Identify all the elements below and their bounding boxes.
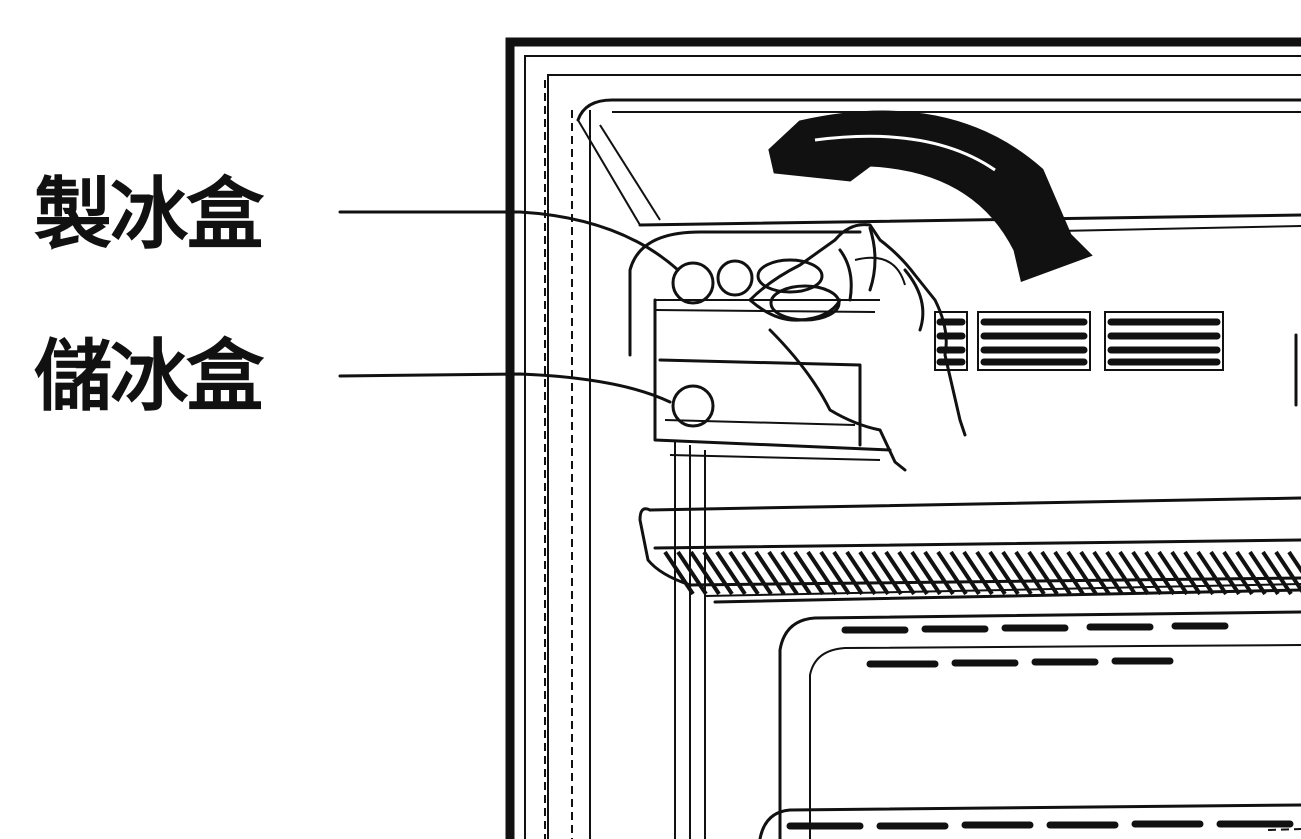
ice-maker-assembly <box>630 232 890 460</box>
hatch-stroke <box>1016 552 1044 594</box>
hatch-stroke <box>795 552 823 594</box>
hatch-stroke <box>990 552 1018 594</box>
shelf-hatching <box>665 552 1301 594</box>
hatch-stroke <box>743 552 771 594</box>
freezer-drawer <box>760 612 1301 839</box>
hatch-stroke <box>1172 552 1200 594</box>
hatch-stroke <box>678 552 706 594</box>
hatch-stroke <box>1029 552 1057 594</box>
hatch-stroke <box>977 552 1005 594</box>
freezer-compartment <box>578 100 1301 839</box>
rotation-arrow-icon <box>770 112 1090 280</box>
hatch-stroke <box>847 552 875 594</box>
hatch-stroke <box>951 552 979 594</box>
hatch-stroke <box>1211 552 1239 594</box>
hatch-stroke <box>899 552 927 594</box>
hatch-stroke <box>769 552 797 594</box>
hatch-stroke <box>886 552 914 594</box>
hatch-stroke <box>808 552 836 594</box>
hatch-stroke <box>782 552 810 594</box>
hatch-stroke <box>717 552 745 594</box>
hatch-stroke <box>821 552 849 594</box>
hatch-stroke <box>1263 552 1291 594</box>
leader-line-ice-storage-box <box>340 374 670 402</box>
hatch-stroke <box>938 552 966 594</box>
hatch-stroke <box>1224 552 1252 594</box>
hatch-stroke <box>1003 552 1031 594</box>
hatch-stroke <box>1198 552 1226 594</box>
hatch-stroke <box>925 552 953 594</box>
hatch-stroke <box>1250 552 1278 594</box>
hatch-stroke <box>1237 552 1265 594</box>
vent-grilles <box>935 312 1296 405</box>
hatch-stroke <box>756 552 784 594</box>
hatch-stroke <box>964 552 992 594</box>
hatch-stroke <box>873 552 901 594</box>
hatch-stroke <box>912 552 940 594</box>
hatch-stroke <box>665 552 693 594</box>
hatch-stroke <box>704 552 732 594</box>
hatch-stroke <box>860 552 888 594</box>
hatch-stroke <box>730 552 758 594</box>
hatch-stroke <box>1042 552 1070 594</box>
freezer-shelf <box>640 498 1301 602</box>
hatch-stroke <box>1185 552 1213 594</box>
hatch-stroke <box>834 552 862 594</box>
